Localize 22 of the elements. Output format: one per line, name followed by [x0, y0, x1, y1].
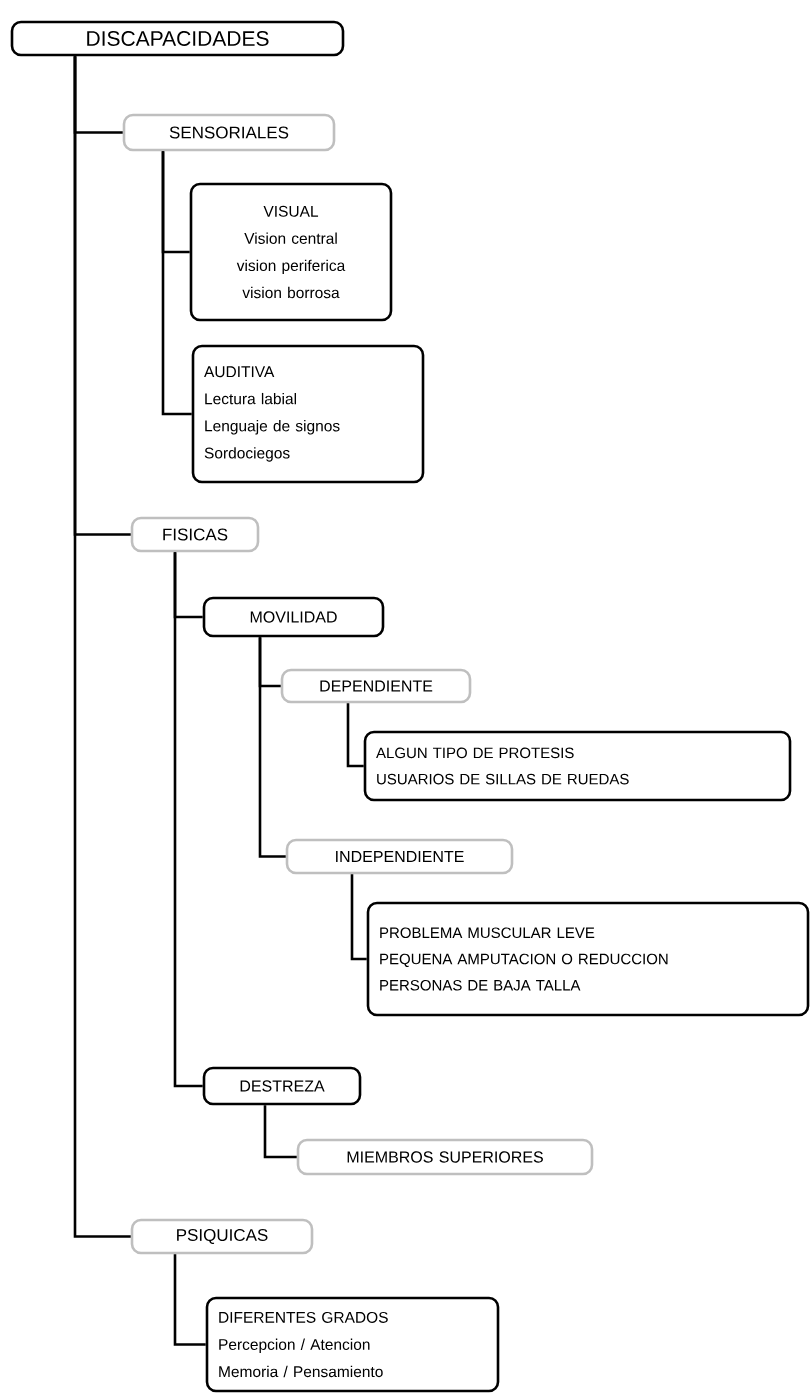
list-box: DIFERENTES GRADOS Percepcion / Atencion Memoria / Pensamiento — [205, 1296, 500, 1393]
list-box: PROBLEMA MUSCULAR LEVE PEQUENA AMPUTACION O REDUCCION PERSONAS DE BAJA TALLA — [366, 901, 810, 1017]
connector-line — [173, 1254, 206, 1346]
category-box: DESTREZA — [202, 1066, 362, 1106]
list-box: VISUAL Vision central vision periferica vision borrosa — [189, 182, 393, 322]
list-box: AUDITIVA Lectura labial Lenguaje de signos Sordociegos — [191, 344, 425, 484]
category-box: PSIQUICAS — [130, 1218, 314, 1255]
connector-line — [161, 151, 192, 416]
category-box: DEPENDIENTE — [280, 668, 472, 704]
category-box: MIEMBROS SUPERIORES — [296, 1138, 594, 1176]
category-box: FISICAS — [130, 516, 260, 553]
list-box: ALGUN TIPO DE PROTESIS USUARIOS DE SILLAS DE RUEDAS — [363, 730, 792, 802]
connector-line — [258, 637, 286, 858]
category-box: DISCAPACIDADES — [10, 20, 345, 57]
connector-line — [346, 703, 364, 768]
connector-line — [173, 552, 203, 1088]
connector-line — [263, 1105, 297, 1159]
category-box: MOVILIDAD — [202, 596, 385, 638]
connector-line — [350, 874, 367, 961]
category-box: SENSORIALES — [122, 113, 336, 152]
category-box: INDEPENDIENTE — [285, 838, 514, 875]
connector-line — [73, 56, 131, 1238]
